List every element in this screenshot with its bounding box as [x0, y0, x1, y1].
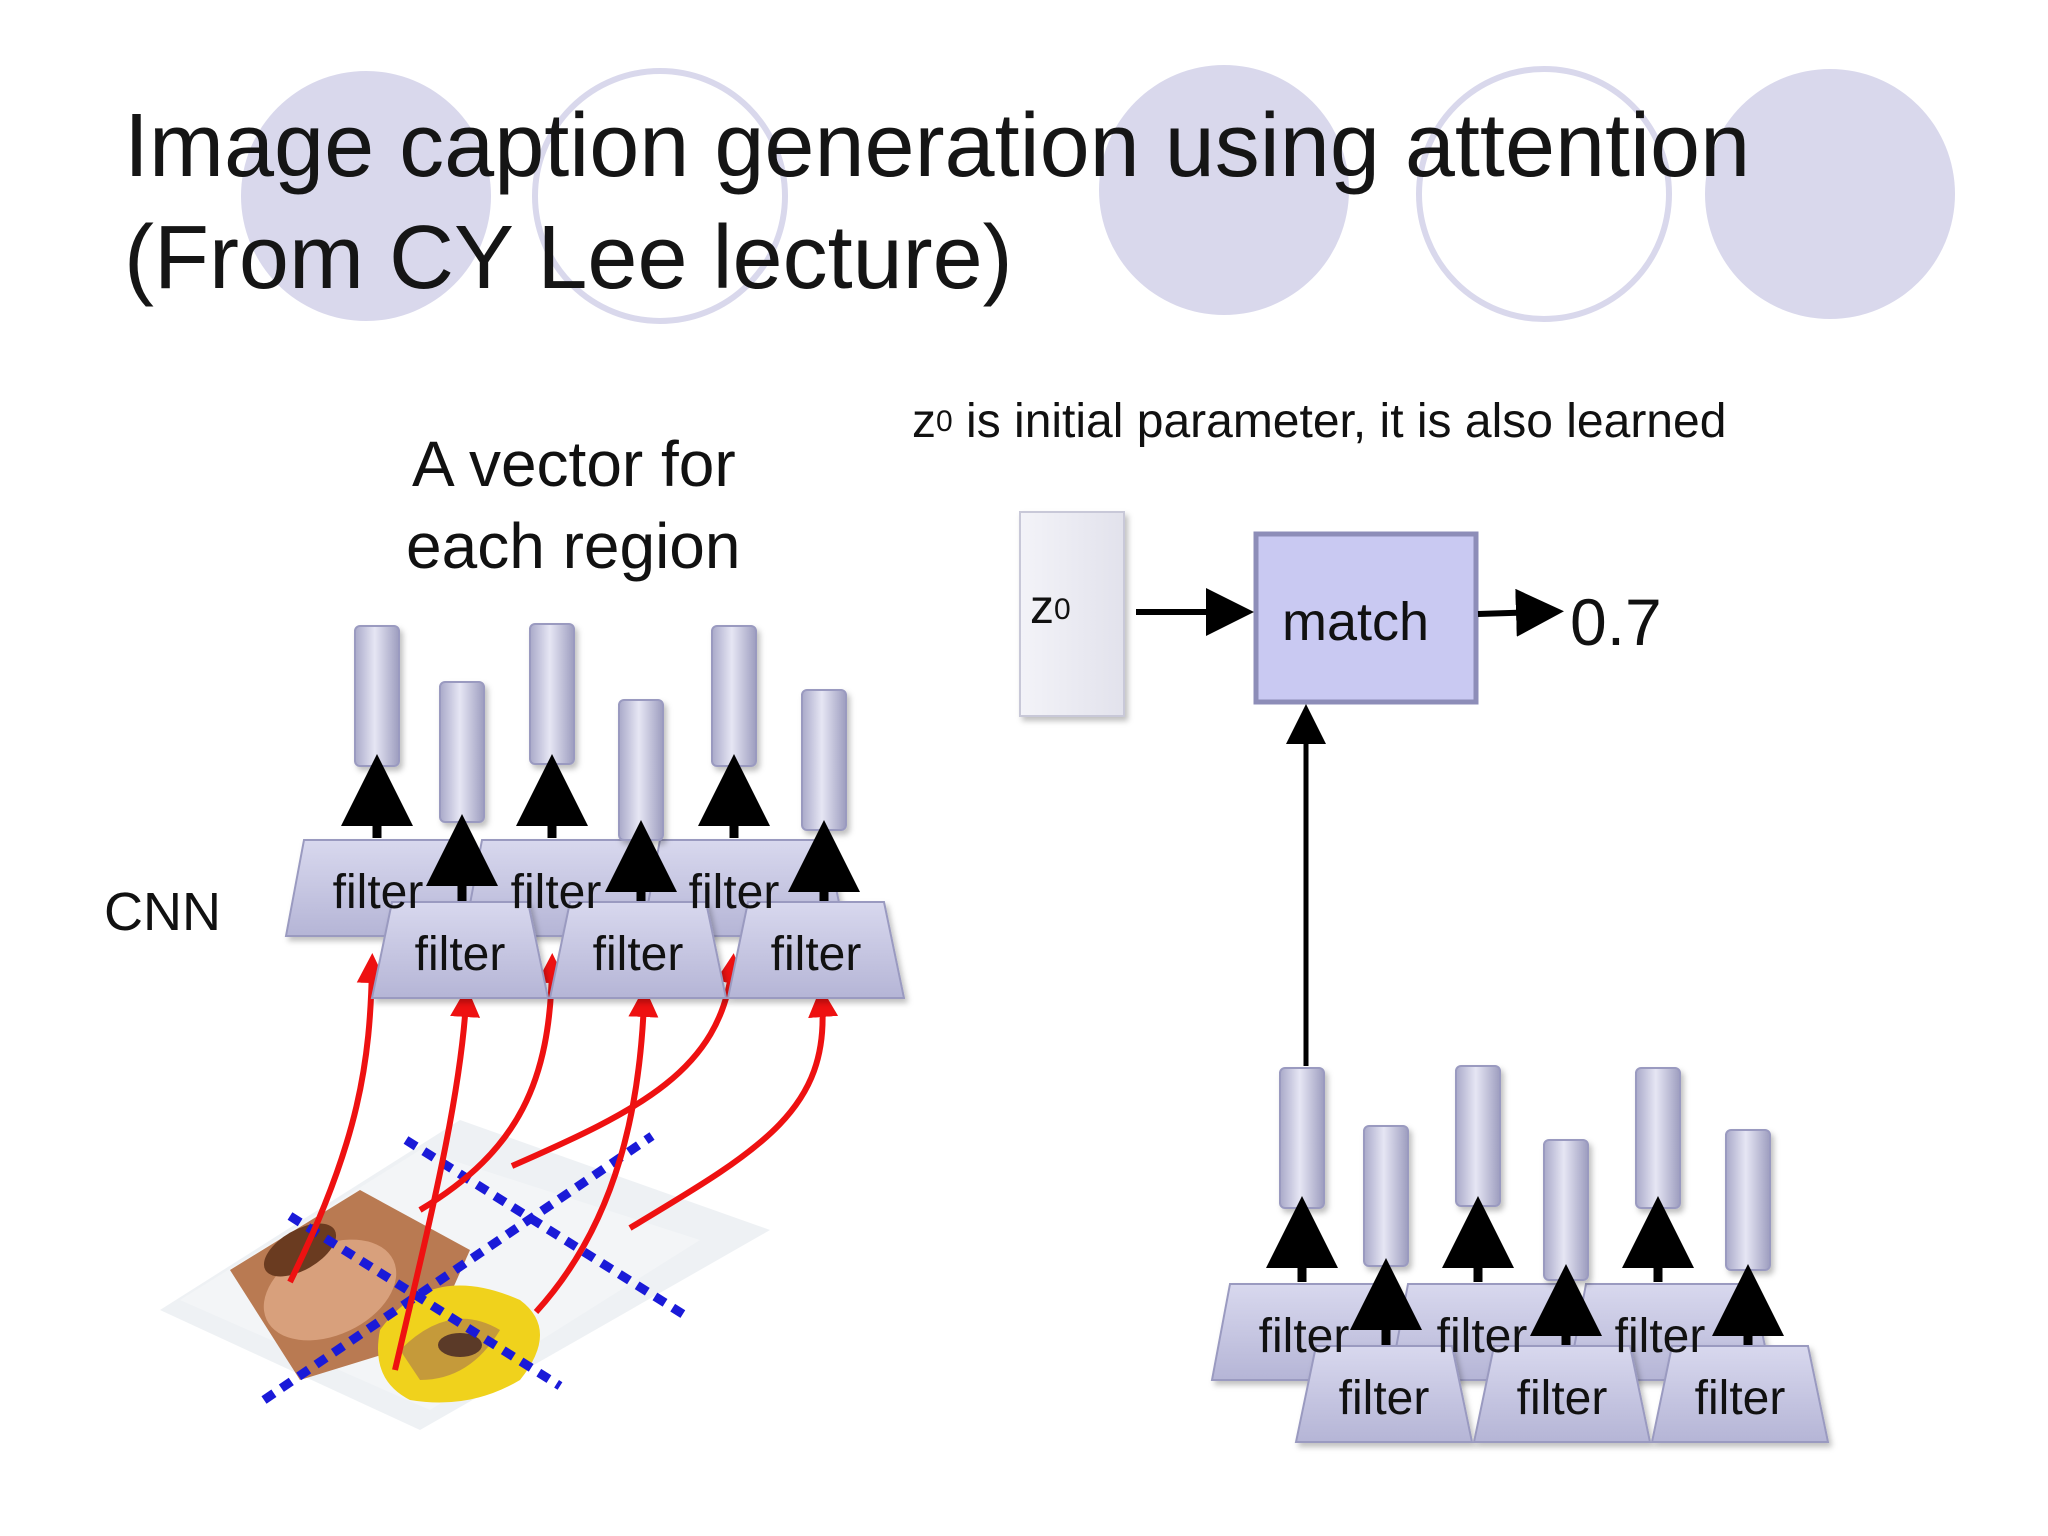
z0-note-sup: 0 [936, 405, 953, 438]
region-vector [801, 689, 847, 831]
left-region-vectors [354, 623, 847, 841]
filter-box [1472, 1345, 1652, 1443]
region-vector [1279, 1067, 1325, 1209]
region-grid [261, 1132, 689, 1404]
filter-box [370, 901, 550, 999]
arrow-match-to-score [1477, 588, 1564, 637]
decorative-circles [241, 65, 1955, 324]
deco-circle-outline-2 [1416, 66, 1672, 322]
input-image [160, 1120, 770, 1430]
filter-box [548, 901, 728, 999]
filter-label: filter [1259, 1310, 1350, 1363]
slide-title-line2: (From CY Lee lecture) [124, 208, 1013, 308]
z0-note: z0 is initial parameter, it is also lear… [912, 392, 1726, 458]
match-box [1253, 531, 1479, 705]
region-vector [1725, 1129, 1771, 1271]
filter-label: filter [1339, 1372, 1430, 1425]
match-label: match [1282, 592, 1430, 652]
filter-label: filter [1615, 1310, 1706, 1363]
filter-label: filter [689, 866, 780, 919]
filter-label: filter [771, 928, 862, 981]
region-vector [1455, 1065, 1501, 1207]
z0-note-z: z [912, 395, 936, 448]
filter-box [1650, 1345, 1830, 1443]
region-vector [618, 699, 664, 841]
filter-label: filter [333, 866, 424, 919]
right-black-arrows [1266, 1196, 1784, 1346]
match-score: 0.7 [1570, 585, 1662, 659]
filter-box [726, 901, 906, 999]
z0-label: z0 [1030, 578, 1071, 644]
region-vector [529, 623, 575, 765]
vector-label-line2: each region [406, 510, 741, 582]
right-region-vectors [1279, 1065, 1771, 1281]
z0-label-sup: 0 [1054, 593, 1071, 626]
right-filter-front-row [1294, 1345, 1830, 1443]
filter-label: filter [511, 866, 602, 919]
region-vector [1635, 1067, 1681, 1209]
z0-label-z: z [1030, 581, 1054, 634]
left-black-arrows [341, 754, 860, 902]
filter-label: filter [415, 928, 506, 981]
deco-circle-filled-3 [1705, 69, 1955, 319]
filter-label: filter [1695, 1372, 1786, 1425]
deco-circle-outline-1 [532, 68, 788, 324]
filter-label: filter [1437, 1310, 1528, 1363]
slide-title-line1: Image caption generation using attention [124, 96, 1751, 196]
z0-note-rest: is initial parameter, it is also learned [952, 395, 1727, 448]
filter-label: filter [1517, 1372, 1608, 1425]
filter-box [1294, 1345, 1474, 1443]
vector-label-line1: A vector for [412, 428, 736, 500]
deco-circle-filled-2 [1099, 65, 1349, 315]
region-vector [354, 625, 400, 767]
region-vector [711, 625, 757, 767]
region-vector [1543, 1139, 1589, 1281]
z0-box [1019, 511, 1125, 717]
region-vector [439, 681, 485, 823]
attention-red-arrows [287, 953, 839, 1371]
filter-labels: filter filter filter filter filter filte… [333, 866, 1786, 1425]
filter-label: filter [593, 928, 684, 981]
region-vector [1363, 1125, 1409, 1267]
left-filter-front-row [370, 901, 906, 999]
cnn-label: CNN [104, 882, 221, 942]
deco-circle-filled-1 [241, 71, 491, 321]
